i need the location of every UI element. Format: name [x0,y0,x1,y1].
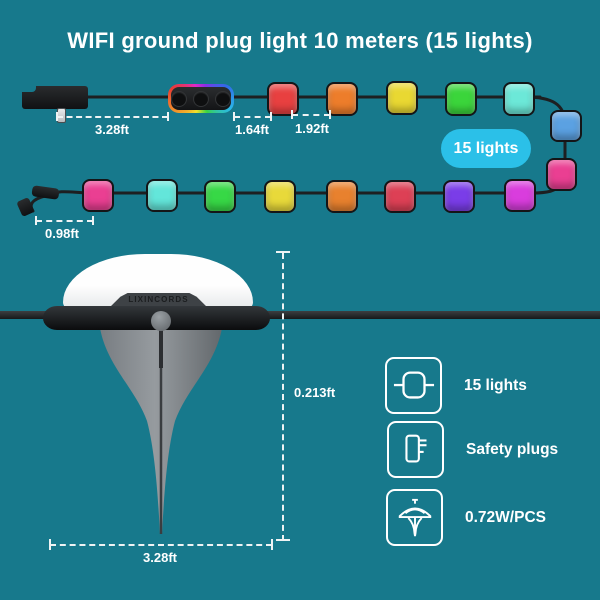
feature-safety-plugs: Safety plugs [387,421,558,478]
measure-tick [35,216,37,225]
ground-stake [100,328,222,534]
string-light-icon [385,357,442,414]
main-cable [0,311,600,319]
light-bulb-magenta-1 [504,179,536,212]
measure-tick [270,112,272,121]
page-title: WIFI ground plug light 10 meters (15 lig… [67,28,533,53]
light-bulb-green-2 [204,180,236,213]
badge-label: 15 lights [453,139,519,157]
light-bulb-orange-1 [326,82,358,116]
measure-line-controller-gap [234,116,271,118]
feature-label: 15 lights [464,376,527,394]
measure-tick [56,112,58,121]
feature-wattage: 0.72W/PCS [386,489,546,546]
brand-text: LIXINCORDS [128,295,189,304]
measure-tick [167,112,169,121]
measure-label: 1.64ft [235,122,269,137]
light-bulb-orange-2 [326,180,358,213]
measure-label: 0.98ft [45,226,79,241]
controller-button-2 [193,90,209,107]
measure-label: 0.213ft [294,385,336,400]
light-bulb-red-2 [384,180,416,213]
measure-tick [233,112,235,121]
light-count-badge: 15 lights [441,129,531,168]
light-bulb-blue-1 [550,110,582,142]
light-bulb-yellow-2 [264,180,296,213]
light-bulb-red-1 [267,82,299,116]
feature-label: Safety plugs [466,440,559,458]
measure-tick [329,110,331,119]
measure-line-lamp-height [282,253,284,541]
measure-tick [276,251,290,253]
light-bulb-cyan-1 [503,82,535,116]
measure-tick [291,110,293,119]
measure-line-tail [36,220,93,222]
controller-body [171,87,231,110]
power-plug [22,86,88,109]
lamp-brand-plate: LIXINCORDS [107,293,210,310]
power-plug-notch [22,86,36,92]
controller-button-1 [171,90,187,107]
measure-line-lamp-width [50,544,272,546]
measure-tick [92,216,94,225]
light-bulb-purple-1 [443,180,475,213]
wifi-controller [168,84,234,113]
feature-label: 0.72W/PCS [465,508,546,526]
light-bulb-pink-2 [82,179,114,212]
controller-button-3 [215,90,231,107]
measure-label: 3.28ft [143,550,177,565]
light-bulb-pink-1 [546,158,577,191]
lamp-hinge-screw [151,311,171,331]
measure-label: 3.28ft [95,122,129,137]
feature-light-count: 15 lights [385,357,527,414]
ground-light-icon [386,489,443,546]
light-bulb-yellow-1 [386,81,418,115]
measure-line-plug-to-controller [57,116,168,118]
light-bulb-cyan-2 [146,179,178,212]
measure-tick [49,539,51,550]
measure-tick [271,539,273,550]
safety-plug-icon [387,421,444,478]
measure-label: 1.92ft [295,121,329,136]
light-bulb-green-1 [445,82,477,116]
measure-line-light-spacing [292,114,330,116]
measure-tick [276,539,290,541]
